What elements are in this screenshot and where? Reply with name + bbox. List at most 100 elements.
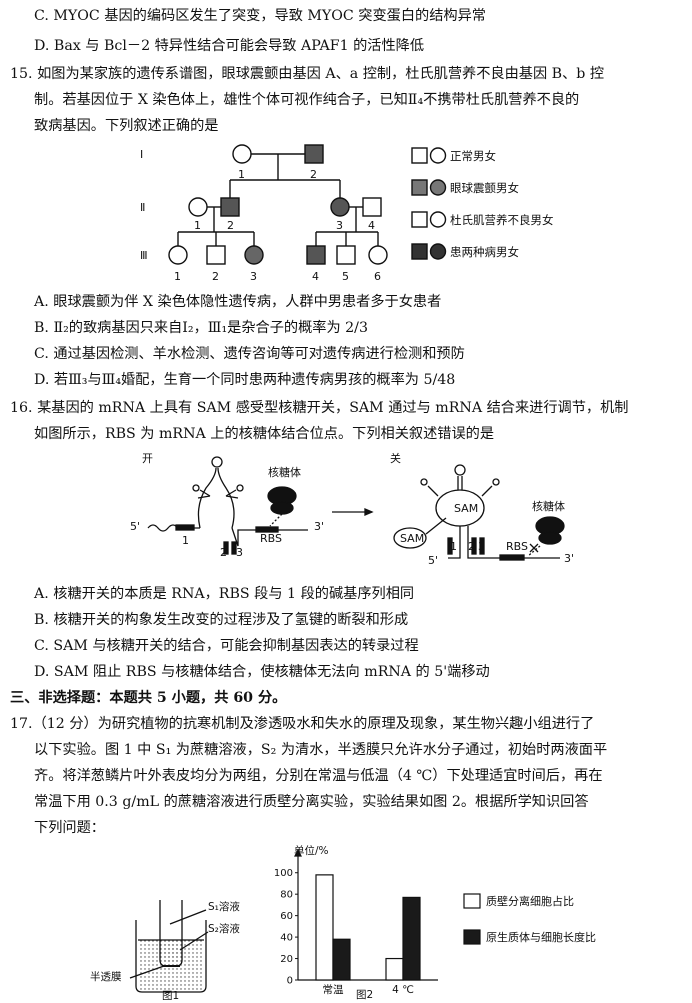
pedigree-III5	[336, 245, 356, 265]
ind-II1: 1	[194, 219, 201, 232]
pedigree-III6	[368, 245, 388, 265]
q16-stem-1: 16. 某基因的 mRNA 上具有 SAM 感受型核糖开关，SAM 通过与 mR…	[10, 400, 629, 416]
chart-legend-label: 质壁分离细胞占比	[486, 894, 574, 908]
legend-dmd-male	[411, 211, 428, 228]
section-3-heading: 三、非选择题：本题共 5 小题，共 60 分。	[10, 690, 287, 706]
riboswitch-diagram: 开 关 核糖体 核糖体 5' 3' 1 2 3 RBS SAM SAM 5' 1…	[130, 451, 574, 567]
gen-label-II: Ⅱ	[140, 201, 145, 214]
legend-nystagmus-female	[429, 179, 447, 196]
label-sam-free: SAM	[400, 532, 424, 545]
fig2-caption: 图2	[356, 989, 373, 1001]
gen-label-I: Ⅰ	[140, 148, 143, 161]
pedigree-II4	[362, 197, 382, 217]
pedigree-III2	[206, 245, 226, 265]
label-seg1-right: 1	[450, 540, 457, 553]
q15-stem-2: 制。若基因位于 X 染色体上，雄性个体可视作纯合子，已知Ⅱ₄不携带杜氏肌营养不良…	[34, 92, 580, 108]
ind-I2: 2	[310, 168, 317, 181]
q17-stem-2: 以下实验。图 1 中 S₁ 为蔗糖溶液，S₂ 为清水，半透膜只允许水分子通过，初…	[34, 742, 608, 758]
label-ribosome-left: 核糖体	[268, 465, 301, 479]
pedigree-II2	[220, 197, 240, 217]
q17-stem-3: 齐。将洋葱鳞片叶外表皮均分为两组，分别在常温与低温（4 ℃）下处理适宜时间后，再…	[34, 768, 603, 784]
ind-III4: 4	[312, 270, 319, 283]
ind-II3: 3	[336, 219, 343, 232]
chart-bar	[385, 957, 404, 981]
ind-II2: 2	[227, 219, 234, 232]
ind-II4: 4	[368, 219, 375, 232]
chart-ylabel: 单位/%	[294, 844, 329, 857]
label-off: 关	[390, 451, 401, 465]
chart-ytick-label: 100	[274, 868, 293, 879]
pedigree-I2	[304, 144, 324, 164]
legend-dmd-female	[429, 211, 447, 228]
chart-bar	[402, 896, 421, 981]
option-c-prev: C. MYOC 基因的编码区发生了突变，导致 MYOC 突变蛋白的结构异常	[34, 8, 486, 24]
pedigree-III3	[244, 245, 264, 265]
label-on: 开	[142, 452, 153, 465]
q16-option-b: B. 核糖开关的构象发生改变的过程涉及了氢键的断裂和形成	[34, 612, 409, 628]
pedigree-chart: Ⅰ Ⅱ Ⅲ 1 2 1 2 3 4 1 2 3 4 5 6 正常男女 眼球震颤男…	[140, 144, 554, 283]
label-sam-bound: SAM	[454, 502, 478, 515]
label-rbs-right: RBS	[506, 540, 528, 553]
q17-stem-1: 17.（12 分）为研究植物的抗寒机制及渗透吸水和失水的原理及现象，某生物兴趣小…	[10, 716, 595, 732]
ind-III5: 5	[342, 270, 349, 283]
ind-III2: 2	[212, 270, 219, 283]
legend-label-both: 患两种病男女	[450, 245, 519, 259]
chart-bar	[332, 938, 351, 981]
legend-both-female	[429, 243, 447, 260]
pedigree-III1	[168, 245, 188, 265]
ind-III3: 3	[250, 270, 257, 283]
chart-legend-swatch	[463, 893, 481, 909]
chart-category-label: 4 ℃	[392, 984, 414, 996]
chart-category-label: 常温	[323, 983, 344, 996]
label-seg3-left: 3	[236, 546, 243, 559]
chart-ytick-label: 40	[280, 933, 293, 944]
chart-y-arrow	[294, 848, 302, 857]
chart-ytick-label: 60	[280, 911, 293, 922]
legend-label-nystagmus: 眼球震颤男女	[450, 181, 519, 195]
ind-III1: 1	[174, 270, 181, 283]
ind-I1: 1	[238, 168, 245, 181]
fig1-label-membrane: 半透膜	[90, 970, 122, 983]
ind-III6: 6	[374, 270, 381, 283]
q17-stem-5: 下列问题：	[34, 820, 105, 836]
q17-stem-4: 常温下用 0.3 g/mL 的蔗糖溶液进行质壁分离实验，实验结果如图 2。根据所…	[34, 794, 589, 810]
label-5prime-right: 5'	[428, 554, 438, 567]
pedigree-III4	[306, 245, 326, 265]
legend-label-normal: 正常男女	[450, 149, 496, 163]
q15-option-d: D. 若Ⅲ₃与Ⅲ₄婚配，生育一个同时患两种遗传病男孩的概率为 5/48	[34, 372, 456, 388]
q15-option-b: B. Ⅱ₂的致病基因只来自Ⅰ₂，Ⅲ₁是杂合子的概率为 2/3	[34, 320, 368, 336]
legend-normal-male	[411, 147, 428, 164]
legend-label-dmd: 杜氏肌营养不良男女	[450, 213, 554, 227]
q16-option-a: A. 核糖开关的本质是 RNA，RBS 段与 1 段的碱基序列相同	[34, 586, 415, 602]
chart-bar	[315, 874, 334, 981]
gen-label-III: Ⅲ	[140, 249, 148, 262]
fig1-caption: 图1	[162, 990, 179, 1000]
q15-option-c: C. 通过基因检测、羊水检测、遗传咨询等可对遗传病进行检测和预防	[34, 346, 465, 362]
label-3prime-left: 3'	[314, 520, 324, 533]
q16-stem-2: 如图所示，RBS 为 mRNA 上的核糖体结合位点。下列相关叙述错误的是	[34, 426, 495, 442]
label-seg1: 1	[182, 534, 189, 547]
chart-ytick-label: 80	[280, 890, 293, 901]
legend-both-male	[411, 243, 428, 260]
legend-nystagmus-male	[411, 179, 428, 196]
q15-stem-3: 致病基因。下列叙述正确的是	[34, 118, 219, 134]
figure-1-beaker: S₁溶液 S₂溶液 半透膜 图1	[90, 900, 240, 1000]
chart-legend-swatch	[463, 929, 481, 945]
option-d-prev: D. Bax 与 Bcl－2 特异性结合可能会导致 APAF1 的活性降低	[34, 38, 425, 54]
fig1-label-s2: S₂溶液	[208, 922, 240, 935]
pedigree-I1	[232, 144, 252, 164]
label-5prime-left: 5'	[130, 520, 140, 533]
legend-normal-female	[429, 147, 447, 164]
q15-option-a: A. 眼球震颤为伴 X 染色体隐性遗传病，人群中男患者多于女患者	[34, 294, 442, 310]
pedigree-II3	[330, 197, 350, 217]
fig1-label-s1: S₁溶液	[208, 900, 240, 913]
chart-ytick-label: 20	[280, 954, 293, 965]
label-3prime-right: 3'	[564, 552, 574, 565]
q15-stem-1: 15. 如图为某家族的遗传系谱图，眼球震颤由基因 A、a 控制，杜氏肌营养不良由…	[10, 66, 605, 82]
q16-option-d: D. SAM 阻止 RBS 与核糖体结合，使核糖体无法向 mRNA 的 5'端移…	[34, 664, 490, 680]
chart-legend-label: 原生质体与细胞长度比	[486, 930, 596, 944]
q16-option-c: C. SAM 与核糖开关的结合，可能会抑制基因表达的转录过程	[34, 638, 419, 654]
chart-ytick-label: 0	[287, 976, 293, 987]
label-ribosome-right: 核糖体	[532, 499, 565, 513]
